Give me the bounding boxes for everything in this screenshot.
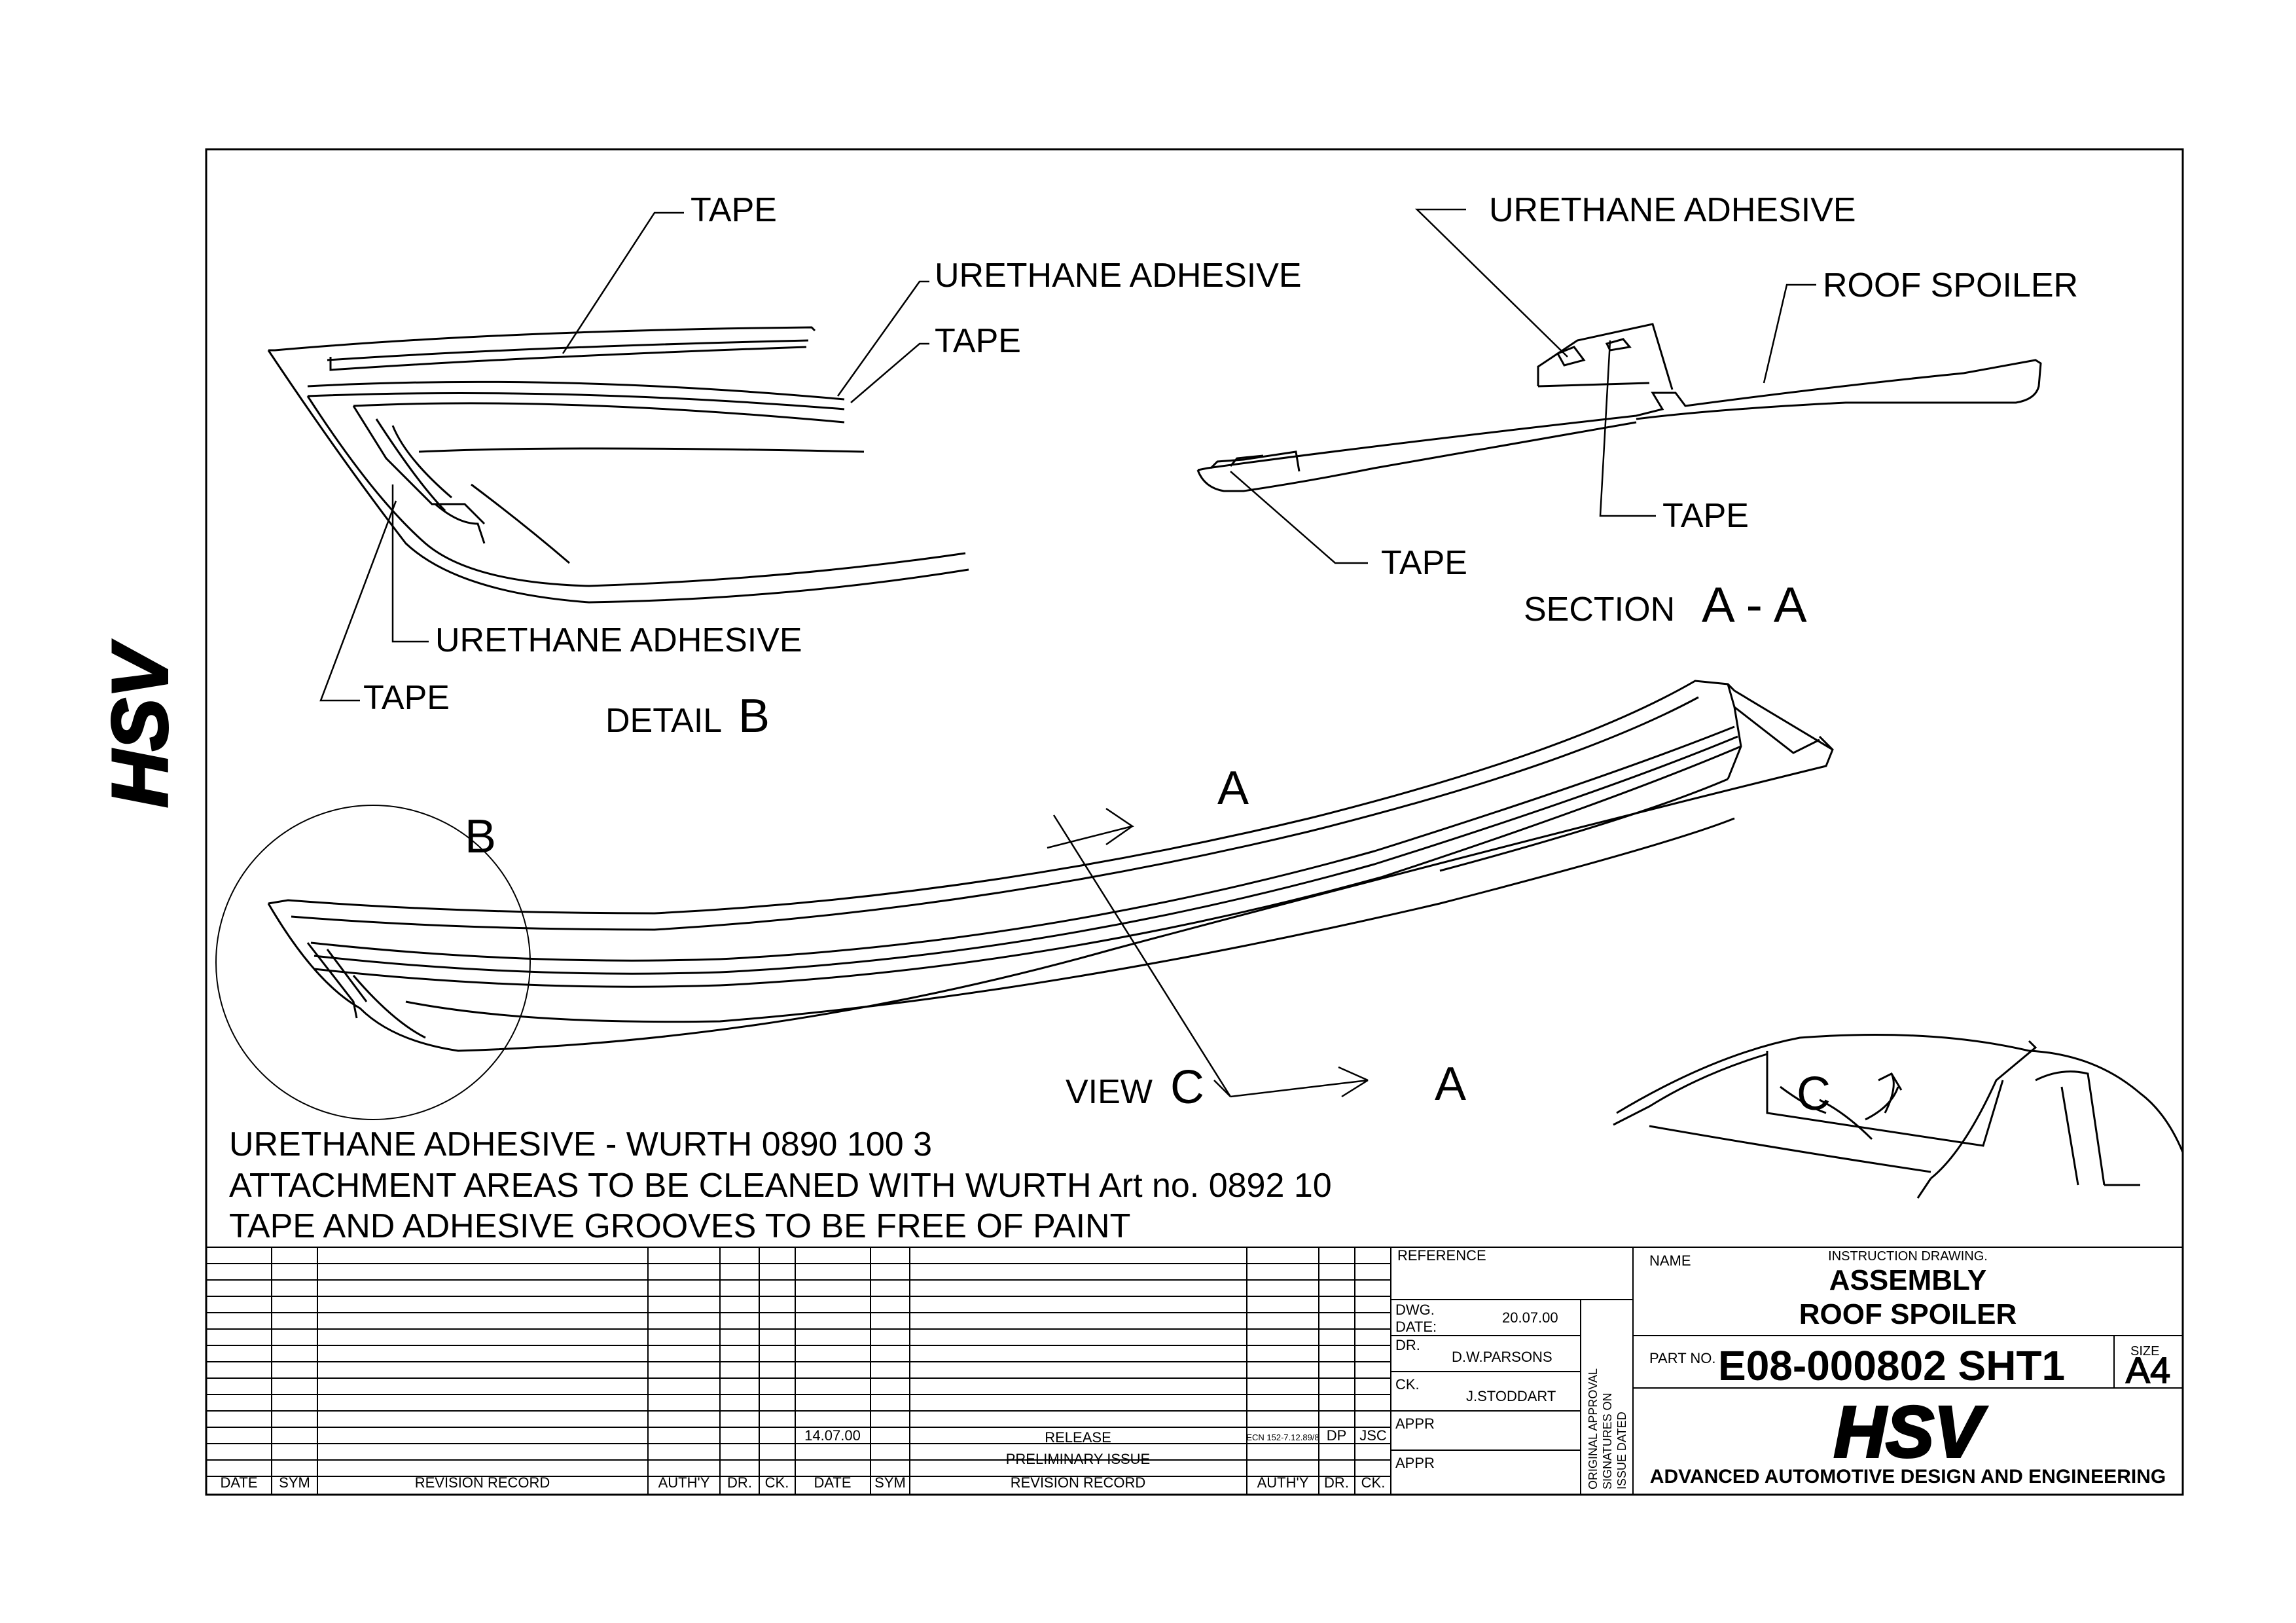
release-dr: DP <box>1327 1427 1347 1444</box>
title-block-logo: HSV <box>1834 1392 1988 1472</box>
view-c-word: VIEW <box>1066 1073 1153 1111</box>
part-no-label: PART NO. <box>1649 1350 1715 1366</box>
approval-note-2: SIGNATURES ON <box>1601 1393 1614 1489</box>
section-aa-leaders <box>1230 208 1816 564</box>
reference-label: REFERENCE <box>1397 1247 1486 1264</box>
detail-b-title-letter: B <box>738 690 770 742</box>
appr-label-2: APPR <box>1395 1455 1435 1471</box>
release-auth: ECN 152-7.12.89/8 <box>1246 1432 1319 1442</box>
section-aa-title-word: SECTION <box>1524 591 1675 629</box>
title-block-grid <box>1391 1247 2183 1495</box>
revision-table-headers: DATE SYM REVISION RECORD AUTH'Y DR. CK. … <box>220 1474 1385 1491</box>
prelim-record: PRELIMINARY ISSUE <box>1006 1451 1150 1467</box>
detail-b-tape-lower: TAPE <box>363 679 450 717</box>
detail-b-urethane: URETHANE ADHESIVE <box>935 257 1302 295</box>
rev-header-date-2: DATE <box>814 1474 851 1491</box>
detail-b-drawing <box>267 326 969 604</box>
side-logo: HSV <box>95 639 185 809</box>
section-aa-urethane: URETHANE ADHESIVE <box>1489 191 1856 229</box>
approval-note: ORIGINAL APPROVAL SIGNATURES ON ISSUE DA… <box>1587 1368 1628 1489</box>
rev-header-dr-1: DR. <box>727 1474 752 1491</box>
rev-header-ck-1: CK. <box>765 1474 789 1491</box>
section-cut-line <box>1047 807 1369 1098</box>
ck-label: CK. <box>1395 1376 1420 1393</box>
detail-b-leaders <box>319 211 929 702</box>
size-value: A4 <box>2126 1349 2171 1391</box>
dr-name: D.W.PARSONS <box>1452 1349 1552 1365</box>
note-2: ATTACHMENT AREAS TO BE CLEANED WITH WURT… <box>229 1167 1332 1205</box>
section-aa-drawing <box>1196 323 2042 492</box>
section-aa-tape-left: TAPE <box>1381 544 1467 582</box>
rev-header-sym-1: SYM <box>279 1474 310 1491</box>
section-aa-title-letter: A - A <box>1702 577 1807 633</box>
note-3: TAPE AND ADHESIVE GROOVES TO BE FREE OF … <box>229 1207 1130 1245</box>
approval-note-3: ISSUE DATED <box>1615 1412 1628 1489</box>
dwg-date: 20.07.00 <box>1502 1309 1558 1326</box>
detail-b-tape-mid: TAPE <box>935 322 1021 360</box>
ck-name: J.STODDART <box>1466 1388 1556 1404</box>
rev-header-record-2: REVISION RECORD <box>1011 1474 1146 1491</box>
arrow-a-top: A <box>1217 762 1249 814</box>
rev-header-sym-2: SYM <box>874 1474 906 1491</box>
approval-note-1: ORIGINAL APPROVAL <box>1587 1368 1600 1489</box>
drawing-title-2: ROOF SPOILER <box>1799 1298 2017 1330</box>
instruction-drawing: INSTRUCTION DRAWING. <box>1828 1249 1988 1264</box>
revision-release-row: 14.07.00 RELEASE ECN 152-7.12.89/8 DP JS… <box>804 1427 1387 1467</box>
section-aa-tape-right: TAPE <box>1662 497 1749 535</box>
release-record: RELEASE <box>1045 1429 1111 1446</box>
rev-header-ck-2: CK. <box>1361 1474 1386 1491</box>
note-1: URETHANE ADHESIVE - WURTH 0890 100 3 <box>229 1125 932 1163</box>
detail-b-urethane-lower: URETHANE ADHESIVE <box>435 621 802 659</box>
release-date: 14.07.00 <box>804 1427 861 1444</box>
dwg-date-label-2: DATE: <box>1395 1319 1437 1335</box>
rev-header-record-1: REVISION RECORD <box>415 1474 550 1491</box>
detail-b-title-word: DETAIL <box>605 702 722 740</box>
appr-label-1: APPR <box>1395 1415 1435 1432</box>
size-label: SIZE <box>2130 1344 2159 1359</box>
section-aa-roof-spoiler: ROOF SPOILER <box>1823 266 2078 304</box>
car-view-c <box>1613 1034 2184 1199</box>
rev-header-auth-2: AUTH'Y <box>1257 1474 1309 1491</box>
dwg-date-label-1: DWG. <box>1395 1302 1435 1318</box>
detail-b-tape-top: TAPE <box>691 191 777 229</box>
arrow-a-bottom: A <box>1435 1058 1466 1110</box>
view-c-letter: C <box>1170 1061 1204 1114</box>
main-spoiler-view <box>267 680 1834 1052</box>
sheet-border <box>205 148 2184 1496</box>
side-logo-text: HSV <box>96 640 184 808</box>
dr-label: DR. <box>1395 1337 1420 1353</box>
revision-table-grid <box>206 1247 2183 1495</box>
detail-b-circle <box>215 805 531 1120</box>
rev-header-auth-1: AUTH'Y <box>658 1474 710 1491</box>
release-ck: JSC <box>1359 1427 1387 1444</box>
part-number: E08-000802 SHT1 <box>1718 1342 2065 1389</box>
rev-header-dr-2: DR. <box>1324 1474 1349 1491</box>
company-name: ADVANCED AUTOMOTIVE DESIGN AND ENGINEERI… <box>1650 1466 2166 1487</box>
car-view-c-letter: C <box>1797 1068 1831 1120</box>
rev-header-date-1: DATE <box>220 1474 257 1491</box>
circle-b-label: B <box>465 811 496 863</box>
drawing-title-1: ASSEMBLY <box>1829 1264 1986 1296</box>
name-label: NAME <box>1649 1252 1691 1269</box>
